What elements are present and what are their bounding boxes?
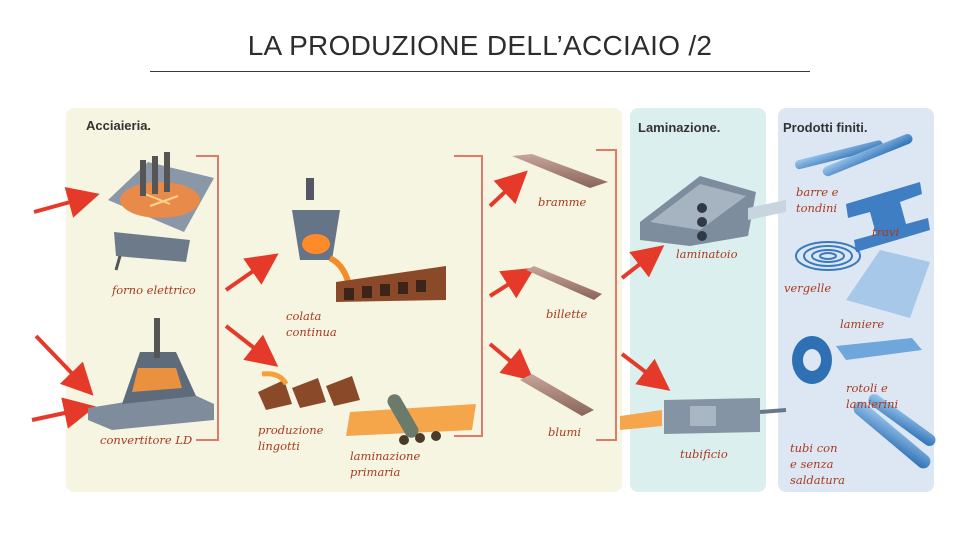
slab-icon [512,154,608,188]
label-primaria-line2: primaria [350,465,401,479]
label-convertitore-ld: convertitore LD [100,433,193,447]
label-rotoli-line1: rotoli e [846,381,888,395]
wire-rod-coil-icon [795,241,861,271]
bracket-furnaces [196,155,219,441]
title-underline [150,71,810,72]
arrow-to-billette [488,267,535,299]
arrow-to-blumi [488,342,535,382]
ld-converter-icon [88,318,214,430]
label-billette: billette [546,307,588,321]
section-title-prodotti-finiti: Prodotti finiti. [783,120,868,135]
label-barre-line1: barre e [796,185,839,199]
tube-mill-icon [620,398,787,434]
sheet-icon [846,250,930,318]
label-tubi-line3: saldatura [790,473,846,487]
input-arrow-2 [34,334,94,396]
input-arrow-3 [31,397,96,429]
bracket-rolling [596,149,617,441]
input-arrow-1 [33,186,100,218]
label-laminazione-primaria: laminazione primaria [350,448,420,480]
label-tubi: tubi con e senza saldatura [790,440,845,488]
arrow-to-bramme [488,170,528,208]
continuous-casting-icon [292,178,446,302]
label-barre-line2: tondini [796,201,838,215]
arrow-to-colata [224,253,279,292]
label-travi: travi [872,225,900,239]
primary-rolling-icon [346,394,476,445]
section-title-acciaieria: Acciaieria. [86,118,152,133]
label-lamiere: lamiere [840,317,885,331]
bloom-icon [520,374,594,416]
label-blumi: blumi [548,425,582,439]
label-tubificio: tubificio [680,447,728,461]
label-lingotti-line1: produzione [258,423,324,437]
label-laminatoio: laminatoio [676,247,738,261]
arrow-to-laminatoio [620,245,665,280]
arrow-to-lingotti [224,324,279,367]
electric-furnace-icon [108,152,214,271]
label-tubi-line2: e senza [790,457,834,471]
label-barre-tondini: barre e tondini [796,184,838,216]
ingot-moulds-icon [258,371,360,410]
label-vergelle: vergelle [784,281,832,295]
label-colata-line2: continua [286,325,337,339]
bracket-semifinished [454,155,483,437]
bars-rounds-icon [795,133,913,177]
label-colata-line1: colata [286,309,322,323]
label-bramme: bramme [538,195,587,209]
beam-icon [846,182,930,252]
label-primaria-line1: laminazione [350,449,421,463]
arrow-to-tubificio [620,352,671,391]
label-colata-continua: colata continua [286,308,337,340]
label-rotoli-line2: lamierini [846,397,899,411]
rolling-mill-icon [640,176,786,246]
coil-icon [792,336,922,384]
label-lingotti-line2: lingotti [258,439,300,453]
tubes-icon [853,394,936,469]
label-forno-elettrico: forno elettrico [112,283,196,297]
label-produzione-lingotti: produzione lingotti [258,422,323,454]
label-rotoli-lamierini: rotoli e lamierini [846,380,898,412]
page-title: LA PRODUZIONE DELL’ACCIAIO /2 [247,30,713,61]
label-tubi-line1: tubi con [790,441,838,455]
section-title-laminazione: Laminazione. [638,120,721,135]
billet-icon [526,266,602,300]
